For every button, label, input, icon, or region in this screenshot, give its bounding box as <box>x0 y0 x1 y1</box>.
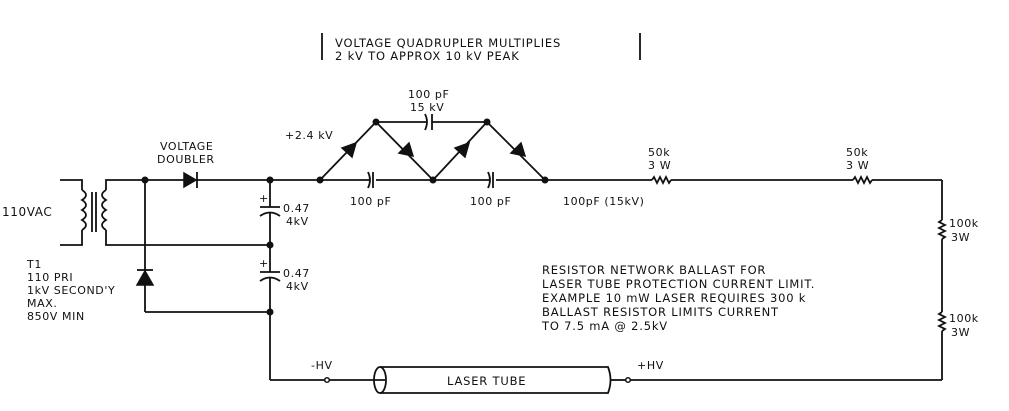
cap1-value: 0.47 <box>283 202 310 215</box>
junction-dot <box>483 118 491 126</box>
quad-diode-2-icon <box>397 141 415 158</box>
junction-dot <box>266 241 274 249</box>
transformer-ref: T1 <box>26 258 42 271</box>
output-cap-label: 100pF (15kV) <box>563 195 644 208</box>
doubler-label-1: VOLTAGE <box>160 140 213 153</box>
bottom-cap-2-value: 100 pF <box>470 195 511 208</box>
voltage-doubler: VOLTAGE DOUBLER + 0.47 4kV + 0.47 4kV <box>135 140 320 380</box>
laser-tube-label: LASER TUBE <box>447 374 526 388</box>
transformer-spec-2: 1kV SECOND'Y <box>27 284 115 297</box>
primary-top-lead <box>60 179 83 190</box>
note-line-2: 2 kV TO APPROX 10 kV PEAK <box>335 49 520 63</box>
top-cap-value: 100 pF <box>408 88 449 101</box>
transformer-t1 <box>60 179 270 246</box>
input-label: 110VAC <box>2 205 52 219</box>
transformer-spec-1: 110 PRI <box>27 271 73 284</box>
cap1-polarity: + <box>259 192 269 205</box>
resistor-2-value: 50k <box>846 146 868 159</box>
laser-tube: LASER TUBE -HV +HV <box>270 359 664 394</box>
junction-dot <box>372 118 380 126</box>
ballast-note-line: RESISTOR NETWORK BALLAST FOR <box>542 263 766 277</box>
cap-curved-plate-icon <box>487 171 491 189</box>
bottom-cap-1-value: 100 pF <box>350 195 391 208</box>
quad-diode-1-icon <box>340 141 358 159</box>
cap2-polarity: + <box>259 257 269 270</box>
cap-curved-plate-icon <box>367 171 371 189</box>
primary-coil-icon <box>80 189 87 231</box>
quadrupler-note: VOLTAGE QUADRUPLER MULTIPLIES 2 kV TO AP… <box>321 33 641 63</box>
pos-terminal-icon <box>624 376 632 384</box>
secondary-top-lead <box>105 179 145 190</box>
resistor-1-icon <box>651 174 672 186</box>
resistor-1-value: 50k <box>648 146 670 159</box>
junction-dot <box>266 176 274 184</box>
neg-hv-label: -HV <box>311 359 333 372</box>
resistor-4-power: 3W <box>951 326 970 339</box>
cap-curved-plate-icon <box>424 113 428 131</box>
resistor-4-icon <box>936 311 948 332</box>
transformer-spec-3: MAX. <box>27 297 57 310</box>
ballast-note-line: LASER TUBE PROTECTION CURRENT LIMIT. <box>542 277 815 291</box>
secondary-bottom-lead <box>105 230 270 246</box>
top-cap-rating: 15 kV <box>410 101 444 114</box>
quad-diode-3-icon <box>453 141 471 159</box>
resistor-4-value: 100k <box>949 312 979 325</box>
transformer-spec-4: 850V MIN <box>27 310 85 323</box>
resistor-2-power: 3 W <box>846 159 869 172</box>
shunt-diode-icon <box>135 269 155 286</box>
quad-diode-4-icon <box>509 141 527 158</box>
doubler-diode-icon <box>183 171 198 189</box>
resistor-3-icon <box>936 219 948 240</box>
junction-dot <box>266 308 274 316</box>
junction-dot <box>316 176 324 184</box>
neg-terminal-icon <box>323 376 331 384</box>
resistor-3-power: 3W <box>951 231 970 244</box>
transformer-labels: T1 110 PRI 1kV SECOND'Y MAX. 850V MIN <box>26 258 115 323</box>
ballast-note: RESISTOR NETWORK BALLAST FOR LASER TUBE … <box>541 263 815 333</box>
resistor-2-icon <box>852 174 873 186</box>
ballast-note-line: BALLAST RESISTOR LIMITS CURRENT <box>542 305 779 319</box>
ballast-note-line: TO 7.5 mA @ 2.5kV <box>541 319 668 333</box>
cap2-value: 0.47 <box>283 267 310 280</box>
tube-body <box>380 366 612 394</box>
ballast-note-line: EXAMPLE 10 mW LASER REQUIRES 300 k <box>542 291 806 305</box>
pos-hv-label: +HV <box>637 359 664 372</box>
resistor-1-power: 3 W <box>648 159 671 172</box>
junction-dot <box>429 176 437 184</box>
cap1-rating: 4kV <box>286 215 309 228</box>
node-voltage-label: +2.4 kV <box>285 129 333 142</box>
cap2-rating: 4kV <box>286 280 309 293</box>
primary-bottom-lead <box>60 230 83 246</box>
tube-end-cap <box>373 366 387 394</box>
secondary-coil-icon <box>101 189 108 231</box>
voltage-quadrupler: +2.4 kV 100 pF 15 kV 100 pF 100 pF 100pF… <box>285 88 644 208</box>
ballast-network: 50k 3 W 50k 3 W 100k 3W 100k 3W <box>545 146 979 381</box>
doubler-label-2: DOUBLER <box>157 153 215 166</box>
resistor-3-value: 100k <box>949 217 979 230</box>
note-line-1: VOLTAGE QUADRUPLER MULTIPLIES <box>335 36 561 50</box>
